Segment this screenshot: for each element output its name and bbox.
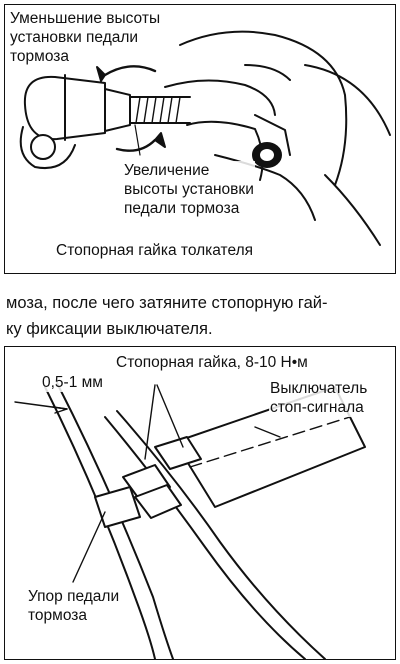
switch-illustration: [14, 382, 366, 659]
pushrod-illustration: [19, 30, 391, 246]
figure-pushrod-adjustment: Уменьшение высоты установки педали тормо…: [4, 4, 396, 274]
label-pushrod-locknut: Стопорная гайка толкателя: [55, 241, 255, 260]
paragraph-line-1: моза, после чего затяните стопорную гай-: [6, 294, 328, 312]
label-brake-light-switch: Выключатель стоп-сигнала: [269, 379, 369, 417]
label-pedal-stop: Упор педали тормоза: [27, 587, 121, 625]
label-decrease-height: Уменьшение высоты установки педали тормо…: [10, 10, 161, 65]
figure-brake-light-switch: Стопорная гайка, 8-10 Н•м 0,5-1 мм Выклю…: [4, 346, 396, 660]
paragraph-line-2: ку фиксации выключателя.: [6, 320, 213, 338]
label-gap: 0,5-1 мм: [41, 373, 104, 392]
label-increase-height: Увеличение высоты установки педали тормо…: [123, 161, 255, 218]
label-locknut-torque: Стопорная гайка, 8-10 Н•м: [115, 353, 309, 372]
instruction-paragraph: моза, после чего затяните стопорную гай-…: [6, 290, 394, 342]
